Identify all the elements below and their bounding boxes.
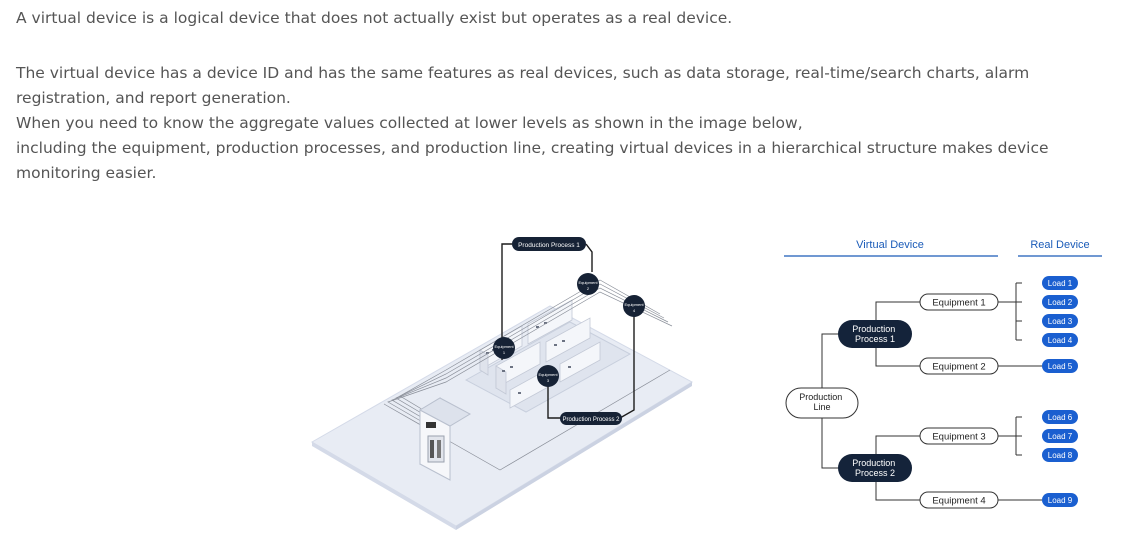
floor-edge (312, 442, 456, 530)
equipment-node-2: Equipment 2 (577, 273, 599, 295)
load-4-node: Load 4 (1042, 333, 1078, 347)
svg-text:Equipment 2: Equipment 2 (932, 362, 985, 373)
process1-callout-line (501, 243, 512, 360)
svg-text:Load 8: Load 8 (1048, 451, 1073, 460)
svg-text:Equipment 1: Equipment 1 (932, 298, 985, 309)
svg-text:Equipment: Equipment (538, 372, 558, 377)
svg-text:Load 1: Load 1 (1048, 279, 1073, 288)
process1-label-1: Production (852, 324, 895, 334)
load-1-node: Load 1 (1042, 276, 1078, 290)
svg-text:Load 9: Load 9 (1048, 496, 1073, 505)
svg-text:Load 6: Load 6 (1048, 413, 1073, 422)
equipment-1-node: Equipment 1 (919, 293, 999, 311)
svg-text:Equipment: Equipment (578, 280, 598, 285)
equipment-3-node: Equipment 3 (919, 427, 999, 445)
process1-tag: Production Process 1 (512, 237, 586, 251)
factory-illustration: Production Process 1 Production Process … (311, 237, 694, 530)
equipment-2-node: Equipment 2 (919, 357, 999, 375)
process2-label-2: Process 2 (855, 468, 895, 478)
process2-label-1: Production (852, 458, 895, 468)
intro-line-2: The virtual device has a device ID and h… (16, 64, 1030, 107)
svg-text:1: 1 (503, 350, 506, 355)
svg-text:Equipment: Equipment (624, 302, 644, 307)
floor-edge-right (456, 382, 692, 530)
process2-tag: Production Process 2 (560, 412, 622, 425)
load-9-node: Load 9 (1042, 493, 1078, 507)
intro-line-1: A virtual device is a logical device tha… (16, 9, 733, 27)
svg-text:4: 4 (633, 308, 636, 313)
svg-text:Equipment 3: Equipment 3 (932, 432, 985, 443)
load-5-node: Load 5 (1042, 359, 1078, 373)
tree-connectors (821, 282, 1042, 501)
production-line-label-1: Production (799, 392, 842, 402)
process1-callout-line-2 (585, 243, 593, 272)
intro-paragraph: The virtual device has a device ID and h… (16, 61, 1126, 186)
svg-text:Load 4: Load 4 (1048, 336, 1073, 345)
intro-line-3: When you need to know the aggregate valu… (16, 114, 803, 132)
control-cabinet (418, 397, 472, 481)
svg-text:Production Process 1: Production Process 1 (852, 324, 898, 344)
equipment-node-3: Equipment 3 (537, 365, 559, 387)
svg-text:Load 7: Load 7 (1048, 432, 1073, 441)
load-6-node: Load 6 (1042, 410, 1078, 424)
process1-label-2: Process 1 (855, 334, 895, 344)
intro-line-4: including the equipment, production proc… (16, 139, 1049, 182)
load-3-node: Load 3 (1042, 314, 1078, 328)
svg-text:Load 3: Load 3 (1048, 317, 1073, 326)
equipment-4-node: Equipment 4 (919, 491, 999, 509)
equipment-node-1: Equipment 1 (493, 337, 515, 359)
production-line-node: Production Line (785, 387, 859, 419)
svg-text:Production Process 2: Production Process 2 (852, 458, 898, 478)
process2-tag-text: Production Process 2 (562, 417, 620, 423)
process2-callout-line-2 (619, 314, 635, 419)
process2-node: Production Process 2 (838, 454, 912, 482)
svg-text:Equipment 4: Equipment 4 (932, 496, 985, 507)
hierarchy-diagram: Virtual Device Real Device Production Li… (784, 239, 1102, 509)
process1-node: Production Process 1 (838, 320, 912, 348)
production-line-label-2: Line (813, 402, 830, 412)
svg-text:Equipment: Equipment (494, 344, 514, 349)
load-2-node: Load 2 (1042, 295, 1078, 309)
load-8-node: Load 8 (1042, 448, 1078, 462)
real-device-header: Real Device (1030, 239, 1089, 251)
svg-text:Load 5: Load 5 (1048, 362, 1073, 371)
svg-text:Production Line: Production Line (799, 392, 845, 412)
svg-text:Load 2: Load 2 (1048, 298, 1073, 307)
svg-text:3: 3 (547, 378, 550, 383)
process1-tag-text: Production Process 1 (518, 242, 580, 249)
virtual-device-header: Virtual Device (856, 239, 924, 251)
svg-text:2: 2 (587, 286, 590, 291)
cabinets (479, 299, 601, 409)
equipment-node-4: Equipment 4 (623, 295, 645, 317)
load-7-node: Load 7 (1042, 429, 1078, 443)
